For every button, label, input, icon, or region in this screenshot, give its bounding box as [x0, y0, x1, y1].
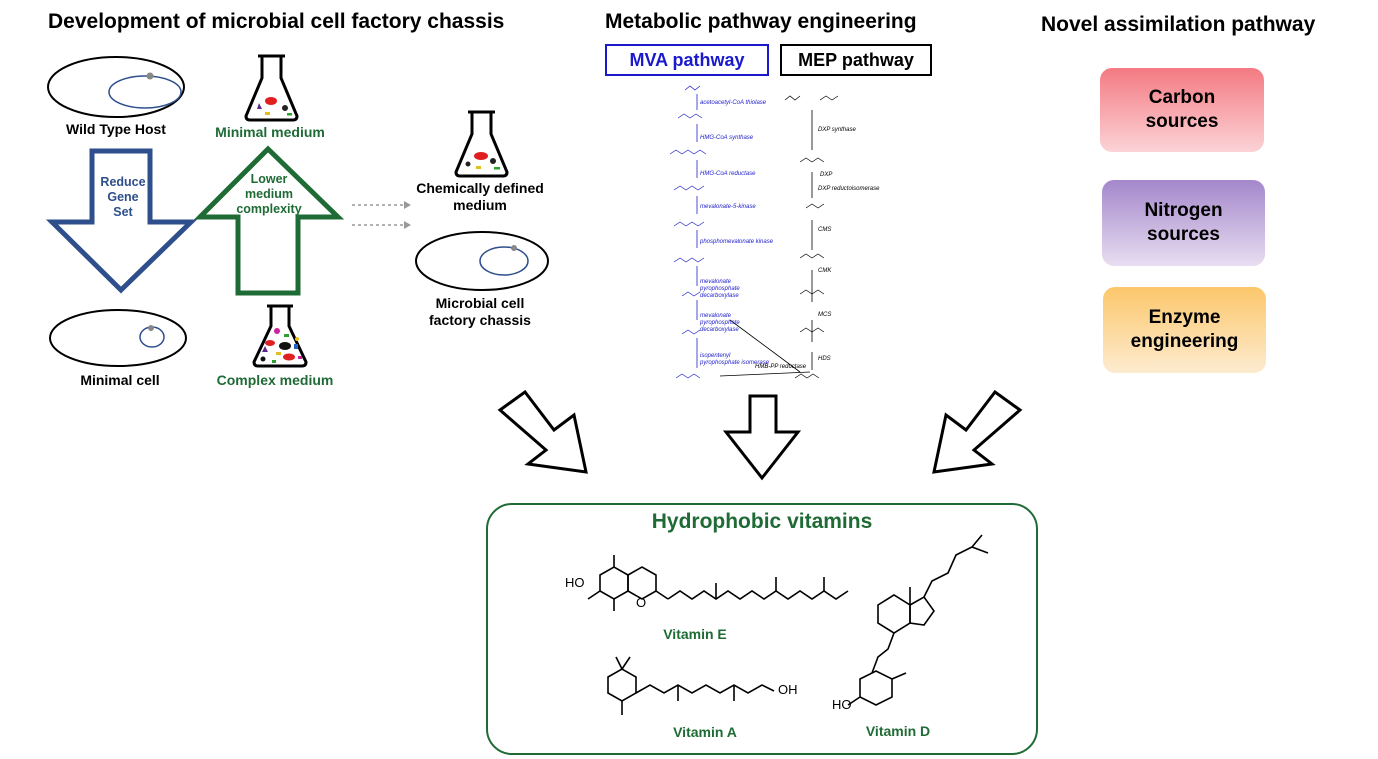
- carbon-line-1: Carbon: [1148, 87, 1216, 108]
- vitamins-panel: [486, 503, 1038, 755]
- lower-complexity-label: Lower medium complexity: [233, 172, 305, 217]
- mva-step-6: mevalonate pyrophosphate decarboxylase: [700, 279, 740, 299]
- left-diagonal-arrow-icon: [497, 390, 588, 474]
- mva-pathway-box: MVA pathway: [605, 44, 769, 76]
- mep-step-2: DXP reductoisomerase: [818, 186, 880, 192]
- chassis-label: Microbial cell factory chassis: [410, 295, 550, 329]
- mva-step-2: HMG-CoA synthase: [700, 135, 754, 141]
- reduce-arrow-icon: [45, 148, 198, 294]
- lower-line-2: medium: [245, 187, 293, 201]
- defined-line-2: medium: [453, 197, 507, 213]
- vitamin-e-structure-icon: [587, 555, 849, 611]
- vitamin-d-ho-label: HO: [832, 697, 852, 712]
- chassis-line-2: factory chassis: [429, 312, 531, 328]
- mva-step-5: phosphomevalonate kinase: [700, 239, 774, 245]
- vitamin-d-label: Vitamin D: [865, 723, 931, 739]
- vitamin-e-o-label: O: [636, 595, 647, 610]
- enzyme-line-1: Enzyme: [1148, 307, 1221, 328]
- chassis-line-1: Microbial cell: [435, 295, 525, 311]
- mva-step-4: mevalonate-5-kinase: [700, 204, 756, 210]
- mep-step-6: HDS: [818, 356, 831, 362]
- mva-step-8: isopentenyl pyrophosphate isomerase: [700, 353, 770, 366]
- minimal-medium-label: Minimal medium: [215, 124, 325, 140]
- defined-line-1: Chemically defined: [416, 180, 544, 196]
- mep-step-7: HMB-PP reductase: [755, 364, 807, 370]
- mva-step-1: acetoacetyl-CoA thiolase: [700, 100, 767, 106]
- reduce-line-3: Set: [113, 205, 133, 219]
- complex-medium-flask-icon: [252, 304, 308, 368]
- mva-step-3: HMG-CoA reductase: [700, 171, 756, 177]
- vitamin-d-structure-icon: [847, 534, 989, 706]
- mep-pathway-box: MEP pathway: [780, 44, 932, 76]
- enzyme-line-2: engineering: [1130, 331, 1239, 352]
- complex-medium-label: Complex medium: [216, 372, 334, 388]
- metabolic-header: Metabolic pathway engineering: [605, 10, 917, 33]
- mva-molecules-icon: [669, 85, 707, 379]
- reduce-gene-set-label: Reduce Gene Set: [94, 175, 152, 220]
- assimilation-header: Novel assimilation pathway: [1041, 13, 1316, 36]
- nitrogen-line-2: sources: [1147, 224, 1220, 245]
- chassis-cell-icon: [415, 231, 549, 291]
- vitamin-a-structure-icon: [607, 656, 775, 715]
- mep-step-5: MCS: [818, 312, 832, 318]
- convergence-arrows: [497, 390, 1023, 481]
- vitamin-a-label: Vitamin A: [673, 724, 737, 740]
- dotted-arrows-icon: [352, 204, 404, 226]
- lower-line-3: complexity: [236, 202, 302, 216]
- defined-medium-flask-icon: [454, 110, 509, 178]
- vitamin-e-label: Vitamin E: [663, 626, 727, 642]
- nitrogen-line-1: Nitrogen: [1144, 200, 1223, 221]
- defined-medium-label: Chemically defined medium: [405, 180, 555, 214]
- minimal-cell-icon: [49, 309, 187, 367]
- vitamin-structures: [587, 534, 989, 715]
- enzyme-engineering-box: Enzyme engineering: [1103, 287, 1266, 373]
- reduce-line-2: Gene: [107, 190, 139, 204]
- chassis-header: Development of microbial cell factory ch…: [48, 10, 505, 33]
- carbon-line-2: sources: [1145, 111, 1219, 132]
- lower-complexity-arrow-icon: [193, 145, 345, 296]
- right-diagonal-arrow-icon: [932, 390, 1023, 474]
- vitamin-a-oh-label: OH: [778, 682, 798, 697]
- wild-type-label: Wild Type Host: [66, 121, 166, 137]
- mep-molecules-icon: [784, 95, 839, 379]
- minimal-cell-label: Minimal cell: [80, 372, 160, 388]
- vitamin-e-ho-label: HO: [565, 575, 585, 590]
- carbon-sources-box: Carbon sources: [1100, 68, 1264, 152]
- wild-type-cell-icon: [47, 56, 185, 118]
- mep-step-4: CMK: [818, 268, 832, 274]
- pathway-scheme: [669, 85, 839, 379]
- nitrogen-sources-box: Nitrogen sources: [1102, 180, 1265, 266]
- vitamins-title: Hydrophobic vitamins: [651, 510, 873, 533]
- minimal-medium-flask-icon: [244, 54, 299, 122]
- mep-step-3: CMS: [818, 227, 832, 233]
- mep-step-1: DXP synthase: [818, 127, 856, 133]
- lower-line-1: Lower: [250, 172, 288, 186]
- mep-label-dxp: DXP: [820, 172, 833, 178]
- mva-step-7: mevalonate pyrophosphate decarboxylase: [700, 313, 740, 333]
- reduce-line-1: Reduce: [100, 175, 146, 189]
- chassis-diagram: [45, 54, 549, 368]
- center-down-arrow-icon: [722, 394, 802, 481]
